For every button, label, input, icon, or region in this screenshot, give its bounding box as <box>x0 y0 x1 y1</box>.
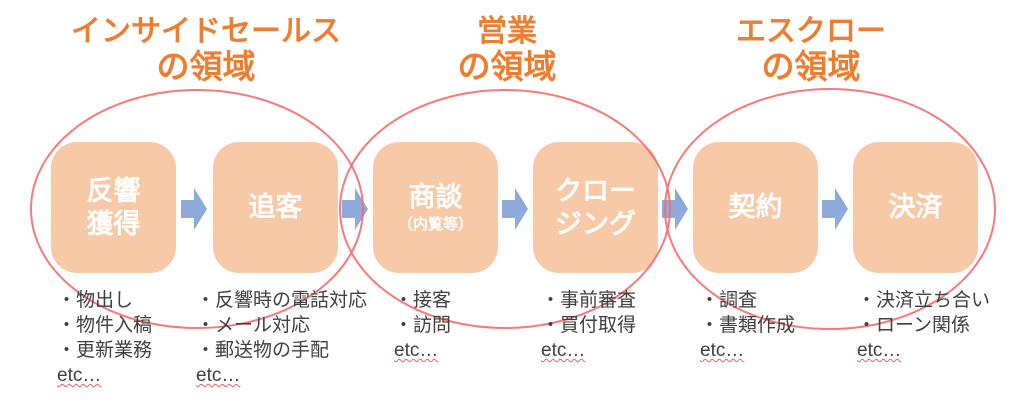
step-title-line: 獲得 <box>86 208 141 239</box>
task-item: ・決済立ち合い <box>857 290 991 311</box>
task-item: ・郵送物の手配 <box>196 340 330 361</box>
task-item: ・事前審査 <box>541 290 637 311</box>
step-title-line: 商談 <box>408 181 463 212</box>
task-item: ・反響時の電話対応 <box>196 290 368 311</box>
task-etc: etc… <box>857 340 902 361</box>
task-list-contract: ・調査 ・書類作成 etc… <box>700 288 795 363</box>
step-title-line: 契約 <box>728 192 783 223</box>
region-label-line2: の領域 <box>761 47 861 85</box>
task-item: ・物件入稿 <box>57 315 153 336</box>
region-label-line1: 営業 <box>477 15 537 48</box>
flow-arrow-icon <box>502 188 528 230</box>
task-item: ・物出し <box>57 290 134 311</box>
step-box-contract: 契約 <box>693 142 818 273</box>
step-subtitle: （内覧等） <box>397 215 473 233</box>
step-title-line: ジング <box>555 208 636 239</box>
task-item: ・訪問 <box>394 315 452 336</box>
region-label-line1: インサイドセールス <box>71 15 341 48</box>
step-box-negotiation: 商談 （内覧等） <box>373 142 498 273</box>
step-title-line: 決済 <box>888 192 943 223</box>
flow-arrow-icon <box>342 188 368 230</box>
task-list-lead-acquisition: ・物出し ・物件入稿 ・更新業務 etc… <box>57 288 152 388</box>
region-label-sales: 営業 の領域 <box>327 16 687 85</box>
task-item: ・接客 <box>394 290 452 311</box>
task-item: ・書類作成 <box>700 315 796 336</box>
step-title-line: 反響 <box>86 175 141 206</box>
step-box-lead-acquisition: 反響 獲得 <box>51 142 176 273</box>
task-item: ・ローン関係 <box>857 315 971 336</box>
task-list-closing: ・事前審査 ・買付取得 etc… <box>541 288 636 363</box>
step-box-closing: クロー ジング <box>533 142 658 273</box>
task-item: ・調査 <box>700 290 758 311</box>
task-etc: etc… <box>196 365 241 386</box>
task-etc: etc… <box>394 340 439 361</box>
step-title-line: 追客 <box>248 192 303 223</box>
task-item: ・買付取得 <box>541 315 637 336</box>
flow-arrow-icon <box>822 188 848 230</box>
region-label-line2: の領域 <box>457 47 557 85</box>
task-etc: etc… <box>700 340 745 361</box>
task-etc: etc… <box>541 340 586 361</box>
task-etc: etc… <box>57 365 102 386</box>
region-label-line2: の領域 <box>156 47 256 85</box>
flow-arrow-icon <box>181 188 207 230</box>
step-title-line: クロー <box>555 175 636 206</box>
task-item: ・更新業務 <box>57 340 153 361</box>
step-box-settlement: 決済 <box>853 142 978 273</box>
step-box-follow-up: 追客 <box>213 142 338 273</box>
task-list-negotiation: ・接客 ・訪問 etc… <box>394 288 451 363</box>
task-item: ・メール対応 <box>196 315 311 336</box>
region-label-line1: エスクロー <box>736 15 886 48</box>
region-label-escrow: エスクロー の領域 <box>631 16 991 85</box>
task-list-settlement: ・決済立ち合い ・ローン関係 etc… <box>857 288 990 363</box>
region-label-inside-sales: インサイドセールス の領域 <box>26 16 386 85</box>
flow-arrow-icon <box>662 188 688 230</box>
task-list-follow-up: ・反響時の電話対応 ・メール対応 ・郵送物の手配 etc… <box>196 288 367 388</box>
